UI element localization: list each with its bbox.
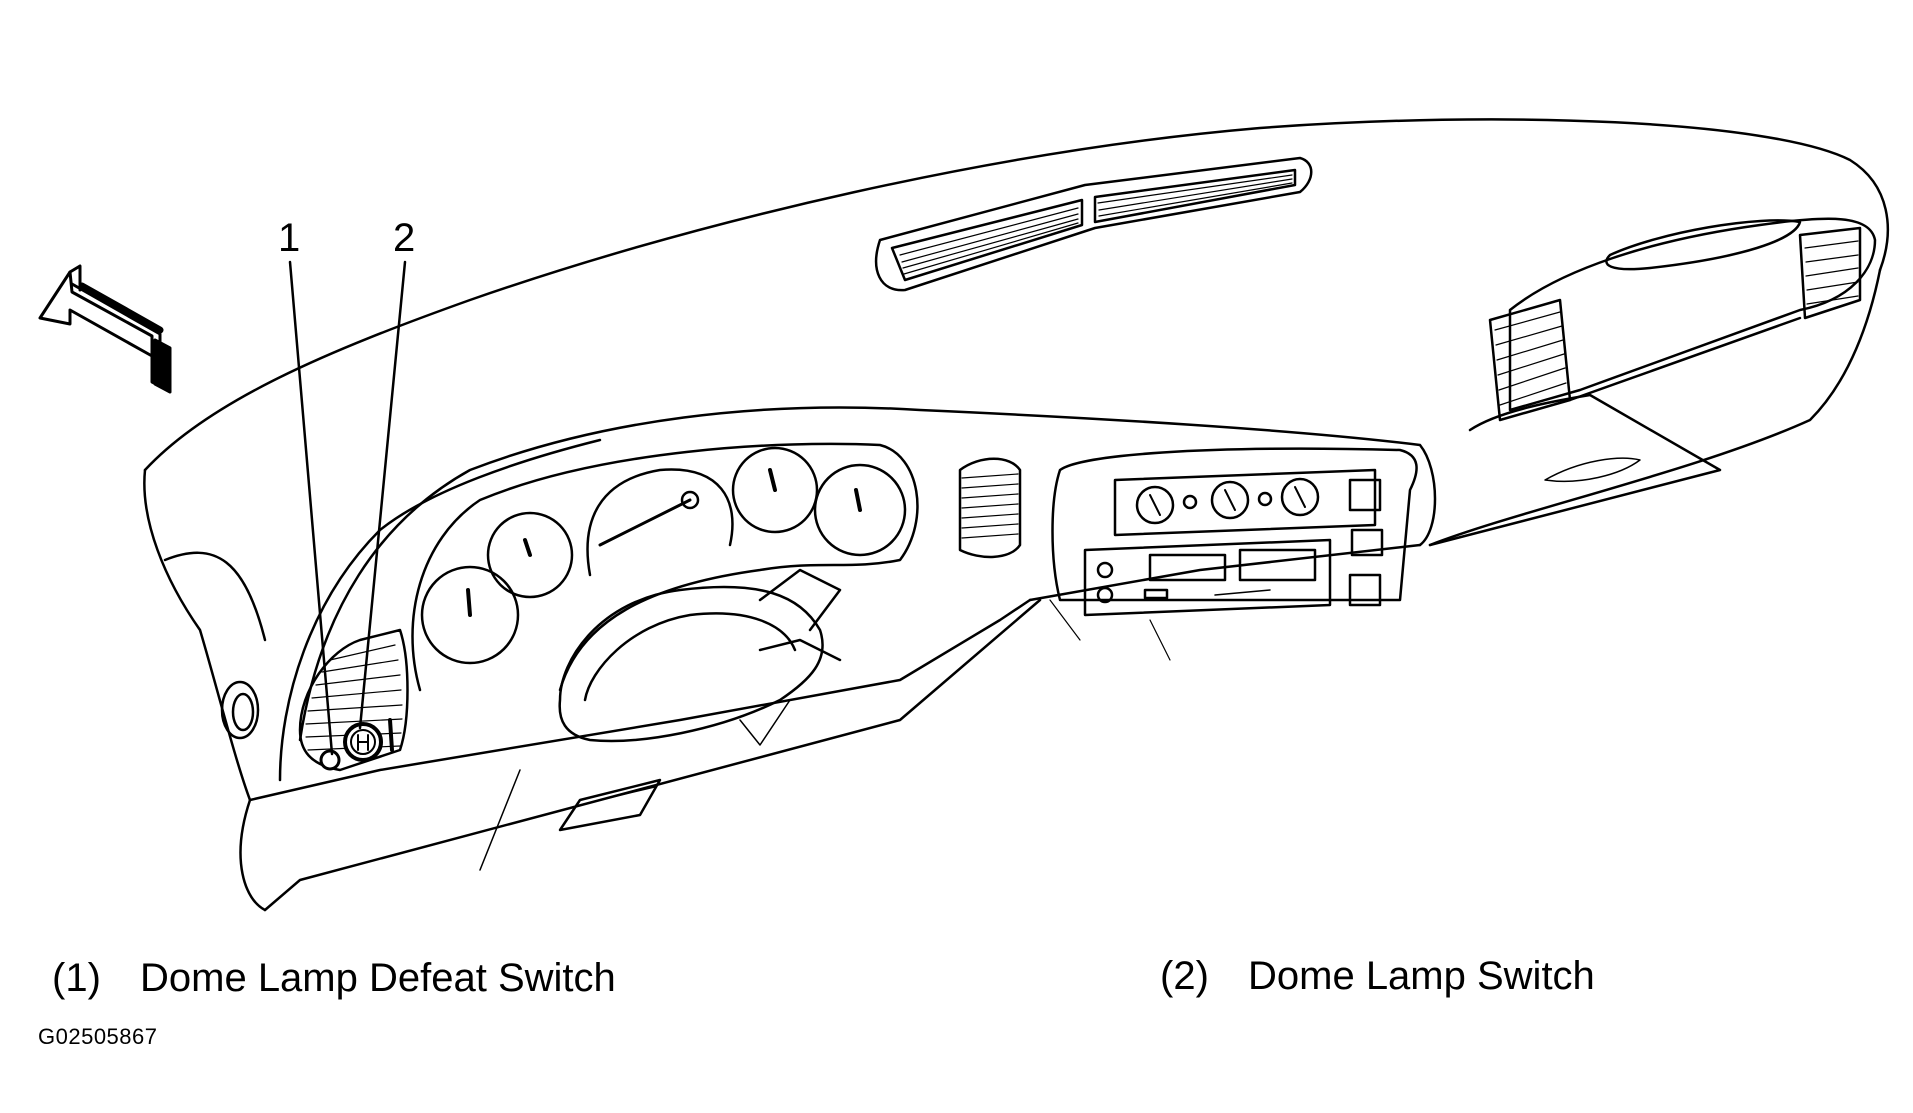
climate-control-panel [1113, 468, 1377, 537]
center-stack [1051, 447, 1418, 617]
instrument-cluster [411, 442, 919, 692]
dashboard-top-pad [143, 118, 1890, 912]
lower-panel [479, 599, 1171, 871]
callout-number-2: 2 [393, 216, 416, 260]
radio-panel [1083, 538, 1332, 617]
small-gauge [486, 511, 574, 599]
callout-1-leader [288, 260, 334, 756]
center-vent [958, 457, 1022, 559]
callout-leaders [288, 260, 407, 756]
lower-vent-slot [558, 778, 662, 832]
callout-2-leader [358, 260, 407, 730]
legend-item-2-text: Dome Lamp Switch [1248, 954, 1595, 998]
steering-column-opening [558, 568, 842, 743]
legend-item-1: (1) Dome Lamp Defeat Switch [52, 958, 616, 998]
legend-item-2-number: (2) [1160, 954, 1209, 998]
passenger-side-panel [1428, 217, 1877, 547]
temp-gauge [813, 463, 907, 557]
legend-item-1-number: (1) [52, 956, 101, 1000]
left-gauge [420, 565, 520, 665]
left-end-cap [220, 680, 260, 740]
dashboard-fascia [248, 406, 1437, 912]
forward-direction-arrow-icon [38, 264, 172, 394]
fuel-gauge [731, 446, 819, 534]
speedometer [586, 468, 734, 577]
callout-number-1: 1 [278, 216, 301, 260]
left-vent-and-switch-panel [298, 628, 409, 772]
legend-item-2: (2) Dome Lamp Switch [1160, 956, 1595, 996]
defroster-vent [874, 156, 1313, 292]
dome-lamp-defeat-switch-icon [319, 749, 341, 771]
legend-item-1-text: Dome Lamp Defeat Switch [140, 956, 616, 1000]
figure-id: G02505867 [38, 1024, 158, 1049]
